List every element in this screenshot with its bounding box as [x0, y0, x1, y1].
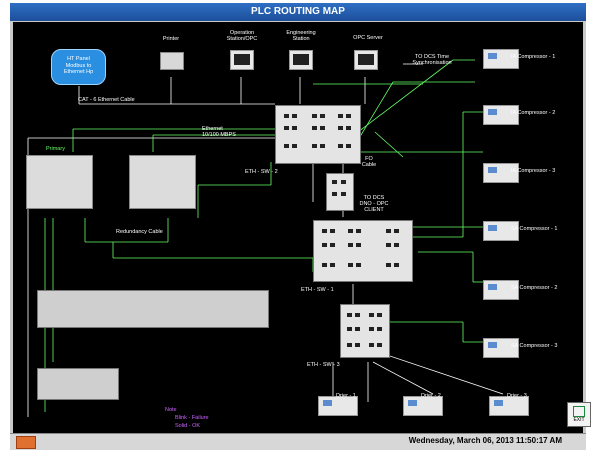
- engineering-station-icon[interactable]: [289, 50, 313, 70]
- primary-plc-rack[interactable]: [26, 155, 93, 209]
- ia-compressor-3[interactable]: [483, 163, 519, 183]
- drier-3[interactable]: [489, 396, 529, 416]
- ethernet-label: Ethernet 10/100 MBPS: [202, 126, 236, 138]
- company-logo: [16, 436, 36, 449]
- sa-compressor-3[interactable]: [483, 338, 519, 358]
- ht-panel-line2: Modbus to: [65, 62, 92, 69]
- ia-compressor-1[interactable]: [483, 49, 519, 69]
- to-dcs-opc-label: TO DCS DNO - OPC CLIENT: [359, 195, 389, 213]
- fo-cable-label: FO Cable: [361, 156, 377, 168]
- redundancy-label: Redundancy Cable: [116, 229, 163, 235]
- ht-panel-cloud[interactable]: HT Panel Modbus to Ethernet Hp: [51, 49, 106, 85]
- io-rack-secondary[interactable]: [37, 368, 119, 400]
- ht-panel-line3: Ethernet Hp: [63, 69, 94, 75]
- eth-sw-3-label: ETH - SW - 3: [307, 362, 340, 368]
- fo-module[interactable]: [326, 173, 354, 211]
- ia-compressor-3-label: IA Compressor - 3: [511, 168, 556, 174]
- note-failure: Blink - Failure: [175, 415, 209, 421]
- eth-sw-1-label: ETH - SW - 1: [301, 287, 334, 293]
- exit-icon: [573, 406, 585, 417]
- ia-compressor-1-label: IA Compressor - 1: [511, 54, 556, 60]
- ia-compressor-2[interactable]: [483, 105, 519, 125]
- drier-1-label: Drier - 1: [336, 393, 356, 399]
- operation-station-icon[interactable]: [230, 50, 254, 70]
- to-dcs-time-label: TO DCS Time Synchronisation: [412, 54, 452, 66]
- ht-panel-line1: HT Panel: [67, 56, 90, 62]
- operation-station-label: Operation Station/OPC: [226, 30, 258, 42]
- status-bar: Wednesday, March 06, 2013 11:50:17 AM: [10, 433, 586, 450]
- eth-sw-2-switch[interactable]: [275, 105, 361, 164]
- sa-compressor-2[interactable]: [483, 280, 519, 300]
- sa-compressor-2-label: SA Compressor - 2: [511, 285, 558, 291]
- opc-server-label: OPC Server: [353, 35, 383, 41]
- hmi-window: PLC ROUTING MAP: [10, 3, 591, 450]
- printer-icon[interactable]: [160, 52, 184, 70]
- ia-compressor-2-label: IA Compressor - 2: [511, 110, 556, 116]
- drier-3-label: Drier - 3: [507, 393, 527, 399]
- note-title: Note: [165, 407, 177, 413]
- window-title: PLC ROUTING MAP: [10, 3, 586, 21]
- exit-button[interactable]: EXIT: [567, 402, 591, 427]
- exit-label: EXIT: [573, 417, 585, 423]
- io-rack-main[interactable]: [37, 290, 269, 328]
- eth-sw-1-switch[interactable]: [313, 220, 413, 282]
- drier-1[interactable]: [318, 396, 358, 416]
- cat6-label: CAT - 6 Ethernet Cable: [78, 97, 135, 103]
- sa-compressor-3-label: SA Compressor - 3: [511, 343, 558, 349]
- opc-server-icon[interactable]: [354, 50, 378, 70]
- eth-sw-3-switch[interactable]: [340, 304, 390, 358]
- sa-compressor-1-label: SA Compressor - 1: [511, 226, 558, 232]
- note-ok: Solid - OK: [175, 423, 201, 429]
- eth-sw-2-label: ETH - SW - 2: [245, 169, 278, 175]
- printer-label: Printer: [162, 36, 180, 42]
- sa-compressor-1[interactable]: [483, 221, 519, 241]
- primary-label: Primary: [46, 146, 65, 152]
- drier-2[interactable]: [403, 396, 443, 416]
- status-datetime: Wednesday, March 06, 2013 11:50:17 AM: [408, 436, 562, 445]
- routing-canvas: HT Panel Modbus to Ethernet Hp Printer O…: [13, 22, 583, 433]
- drier-2-label: Drier - 2: [421, 393, 441, 399]
- secondary-plc-rack[interactable]: [129, 155, 196, 209]
- engineering-station-label: Engineering Station: [286, 30, 316, 42]
